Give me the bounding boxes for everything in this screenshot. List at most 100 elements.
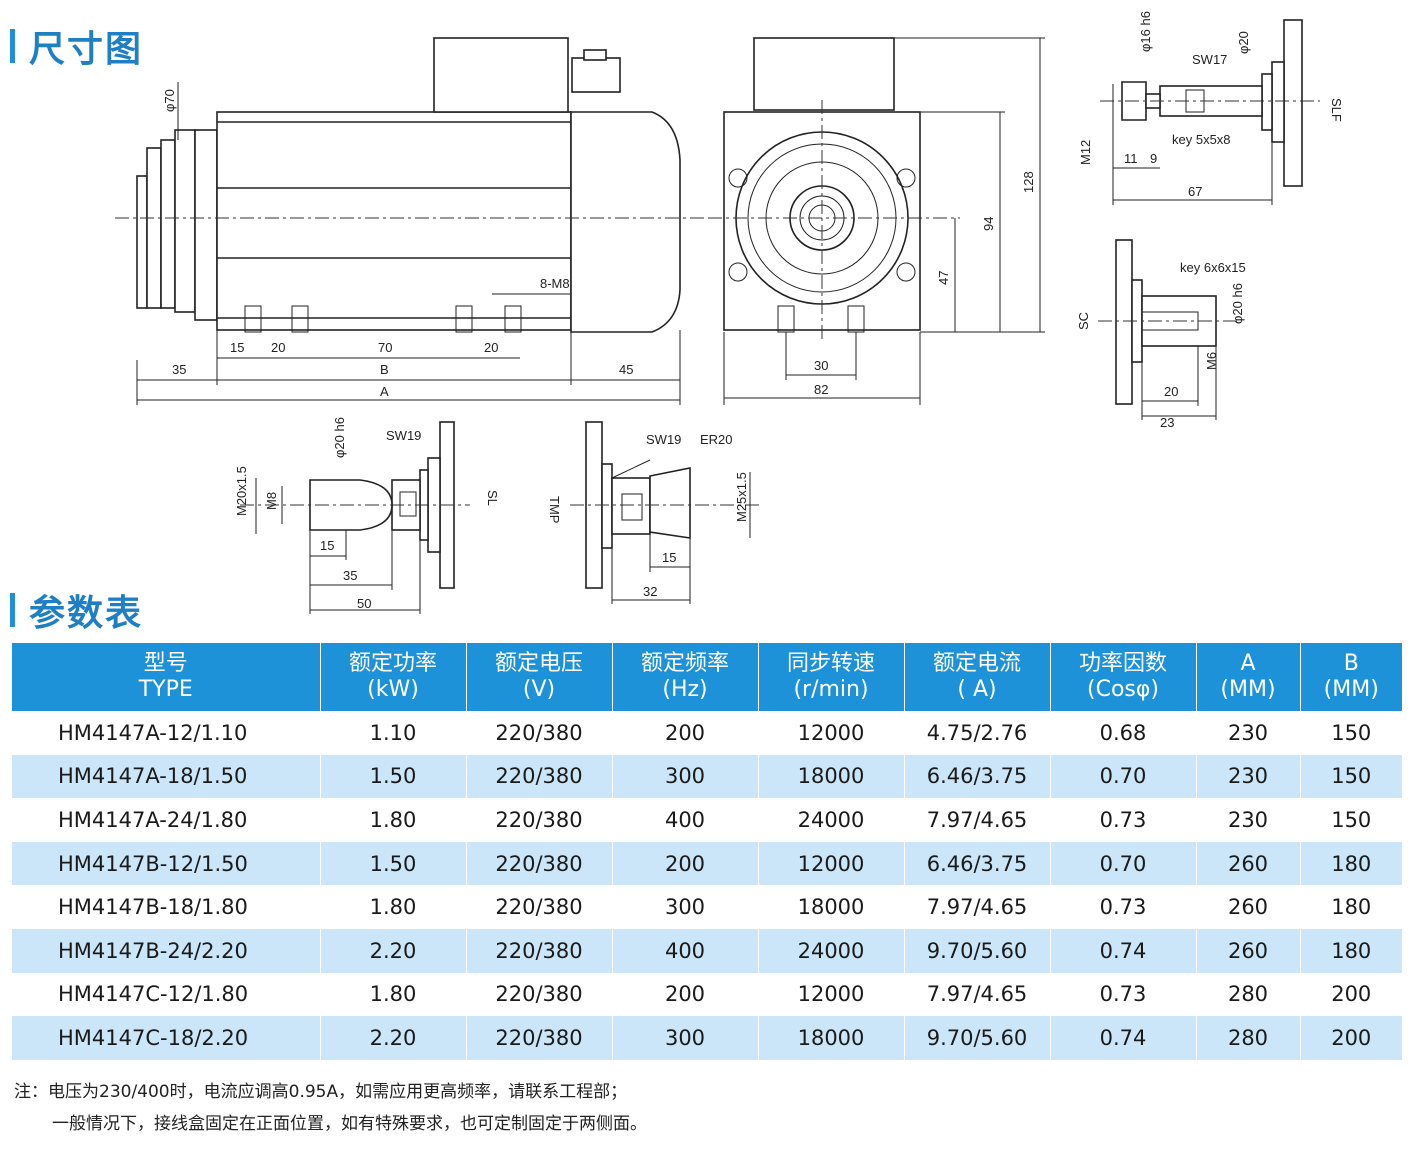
- column-header: 额定电流( A): [904, 643, 1051, 711]
- column-header: 功率因数(Cosφ): [1050, 643, 1197, 711]
- column-header-label: 型号: [143, 651, 188, 676]
- notes: 注：电压为230/400时，电流应调高0.95A，如需应用更高频率，请联系工程部…: [14, 1076, 647, 1140]
- table-cell: 0.68: [1050, 711, 1197, 755]
- sl-dim-15: 15: [320, 538, 334, 553]
- sc-dim-phi20: φ20 h6: [1230, 283, 1245, 324]
- sc-dim-20: 20: [1164, 384, 1178, 399]
- table-cell-type: HM4147A-12/1.10: [12, 711, 321, 755]
- table-cell: 180: [1300, 928, 1402, 973]
- sl-dim-sw19: SW19: [386, 428, 421, 443]
- params-title-text: 参数表: [29, 593, 144, 634]
- sl-dim-m20: M20x1.5: [234, 466, 249, 516]
- table-cell: 9.70/5.60: [904, 1016, 1051, 1060]
- note-line-1: 注：电压为230/400时，电流应调高0.95A，如需应用更高频率，请联系工程部…: [14, 1082, 628, 1102]
- tmp-dim-er20: ER20: [700, 432, 733, 447]
- column-header-label: 额定电压: [494, 651, 583, 676]
- table-cell: 200: [612, 972, 759, 1017]
- sc-shaft-view: key 6x6x15 φ20 h6 M6 20 23 SC: [1076, 239, 1246, 430]
- slf-dim-67: 67: [1188, 184, 1202, 199]
- dim-a: A: [380, 384, 389, 399]
- slf-shaft-view: φ16 h6 SW17 φ20 M12 key 5x5x8 11 9 67 SL…: [1078, 11, 1344, 205]
- table-cell: 230: [1196, 754, 1301, 799]
- dim-45: 45: [619, 362, 633, 377]
- table-cell: 1.50: [320, 754, 467, 799]
- tmp-dim-m25: M25x1.5: [734, 472, 749, 522]
- table-cell: 0.73: [1050, 885, 1197, 929]
- table-cell: 260: [1196, 928, 1301, 973]
- column-header-label: 额定电流: [932, 651, 1021, 676]
- sl-dim-50: 50: [357, 596, 371, 611]
- column-header-label: B: [1343, 651, 1359, 676]
- table-cell-type: HM4147A-24/1.80: [12, 798, 321, 842]
- slf-dim-9: 9: [1150, 151, 1157, 166]
- table-cell: 0.74: [1050, 1016, 1197, 1060]
- table-cell: 12000: [758, 841, 905, 886]
- params-section-title: 参数表: [10, 584, 143, 636]
- title-accent-bar: [10, 593, 15, 627]
- column-header: A(MM): [1196, 643, 1301, 711]
- table-cell: 0.74: [1050, 928, 1197, 973]
- table-cell: 300: [612, 885, 759, 929]
- column-header: 额定频率(Hz): [612, 643, 759, 711]
- tmp-shaft-view: SW19 ER20 M25x1.5 15 32 TMP: [547, 421, 760, 604]
- dim-20a: 20: [271, 340, 285, 355]
- dim-8-m8: 8-M8: [540, 276, 570, 291]
- table-cell: 220/380: [466, 841, 613, 886]
- table-cell: 1.80: [320, 885, 467, 929]
- sl-dim-35: 35: [343, 568, 357, 583]
- table-cell: 1.50: [320, 841, 467, 886]
- table-cell: 4.75/2.76: [904, 711, 1051, 755]
- table-cell-type: HM4147B-12/1.50: [12, 841, 321, 886]
- dim-47: 47: [936, 271, 951, 285]
- dim-30: 30: [814, 358, 828, 373]
- table-cell: 6.46/3.75: [904, 841, 1051, 886]
- table-cell: 18000: [758, 885, 905, 929]
- table-cell: 220/380: [466, 798, 613, 842]
- dim-15: 15: [230, 340, 244, 355]
- table-cell: 18000: [758, 754, 905, 799]
- table-cell: 280: [1196, 1016, 1301, 1060]
- tmp-name: TMP: [547, 496, 562, 523]
- table-cell: 7.97/4.65: [904, 885, 1051, 929]
- table-cell: 24000: [758, 798, 905, 842]
- dim-128: 128: [1021, 171, 1036, 193]
- dim-20b: 20: [484, 340, 498, 355]
- column-header-unit: (Cosφ): [1087, 677, 1159, 702]
- table-cell: 24000: [758, 928, 905, 973]
- front-view: 30 82 47 94 128: [708, 37, 1045, 405]
- table-cell-type: HM4147A-18/1.50: [12, 754, 321, 799]
- sc-dim-m6: M6: [1204, 352, 1219, 370]
- slf-dim-m12: M12: [1078, 140, 1093, 165]
- sc-dim-key: key 6x6x15: [1180, 260, 1246, 275]
- column-header-label: 额定功率: [348, 651, 437, 676]
- table-cell: 0.70: [1050, 841, 1197, 886]
- dim-82: 82: [814, 382, 828, 397]
- column-header-label: 功率因数: [1078, 651, 1167, 676]
- column-header: 额定功率(kW): [320, 643, 467, 711]
- table-cell: 0.73: [1050, 798, 1197, 842]
- table-cell-type: HM4147C-12/1.80: [12, 972, 321, 1017]
- column-header-unit: (kW): [367, 677, 419, 702]
- table-cell: 1.80: [320, 798, 467, 842]
- table-cell: 12000: [758, 711, 905, 755]
- slf-dim-key: key 5x5x8: [1172, 132, 1231, 147]
- dim-phi70: φ70: [162, 89, 177, 112]
- slf-dim-11: 11: [1124, 151, 1138, 166]
- table-cell: 200: [1300, 1016, 1402, 1060]
- sl-dim-phi20: φ20 h6: [332, 417, 347, 458]
- tmp-dim-sw19: SW19: [646, 432, 681, 447]
- title-accent-bar: [10, 29, 15, 63]
- table-cell: 200: [612, 711, 759, 755]
- table-cell: 220/380: [466, 885, 613, 929]
- column-header-unit: (Hz): [662, 677, 708, 702]
- slf-name: SLF: [1329, 98, 1344, 122]
